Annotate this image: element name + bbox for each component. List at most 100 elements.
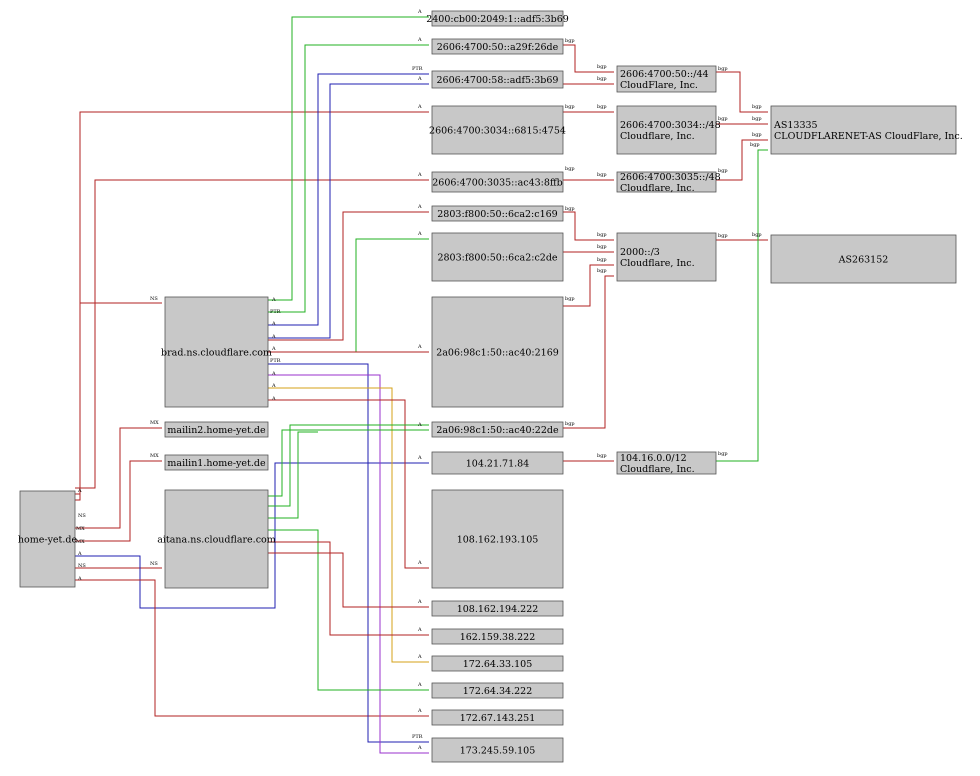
node-ip1: 2400:cb00:2049:1::adf5:3b69	[426, 10, 569, 27]
node-label: Cloudflare, Inc.	[620, 258, 695, 269]
node-label: 108.162.193.105	[457, 535, 539, 546]
edge-label: A	[417, 172, 422, 178]
node-label: 2606:4700:3035::ac43:8ffb	[432, 178, 562, 189]
node-box	[770, 234, 957, 284]
edge-source-label: bgp	[718, 116, 728, 122]
node-box	[431, 105, 564, 155]
node-label: CloudFlare, Inc.	[620, 80, 698, 91]
node-ip12: 108.162.194.222	[431, 600, 564, 617]
node-box	[431, 38, 564, 55]
node-label: home-yet.de	[18, 535, 78, 546]
node-label: brad.ns.cloudflare.com	[161, 348, 272, 359]
node-label: AS13335	[773, 120, 818, 131]
edge-9	[268, 44, 429, 313]
edge-source-label: A	[271, 383, 276, 389]
node-ip14: 172.64.33.105	[431, 655, 564, 672]
node-label: 2606:4700:50::a29f:26de	[437, 42, 559, 53]
node-label: 173.245.59.105	[460, 746, 536, 757]
edge-source-label: bgp	[565, 206, 575, 212]
edge-label: A	[417, 599, 422, 605]
node-box	[616, 451, 717, 475]
node-mx2: mailin2.home-yet.de	[164, 421, 269, 438]
node-box	[431, 737, 564, 763]
edge-0	[75, 302, 162, 501]
node-ip4: 2606:4700:3034::6815:4754	[429, 105, 566, 155]
edge-source-label: A	[77, 488, 82, 494]
node-box	[616, 65, 717, 93]
edge-25	[563, 44, 614, 73]
node-box	[616, 171, 717, 193]
edge-source-label: bgp	[565, 166, 575, 172]
edge-label: bgp	[597, 244, 607, 250]
edge-38	[716, 149, 768, 462]
node-label: Cloudflare, Inc.	[620, 183, 695, 194]
edge-source-label: A	[271, 334, 276, 340]
edge-12	[268, 211, 429, 341]
edge-source-label: NS	[78, 513, 86, 519]
edge-18	[268, 399, 429, 569]
edge-10	[268, 73, 429, 326]
node-ip6: 2803:f800:50::6ca2:c169	[431, 205, 564, 222]
node-box	[770, 105, 957, 155]
node-label: 2a06:98c1:50::ac40:2169	[436, 348, 559, 359]
edge-17	[268, 387, 429, 663]
node-label: 104.16.0.0/12	[620, 453, 687, 464]
node-label: 108.162.194.222	[457, 604, 539, 615]
node-mx1: mailin1.home-yet.de	[164, 454, 269, 471]
edge-label: A	[417, 654, 422, 660]
edge-1	[75, 111, 429, 495]
edge-label: A	[417, 560, 422, 566]
node-label: 2606:4700:3035::/48	[620, 172, 721, 183]
edge-label: bgp	[597, 104, 607, 110]
edge-source-label: bgp	[718, 451, 728, 457]
node-label: Cloudflare, Inc.	[620, 464, 695, 475]
edge-label: MX	[150, 453, 159, 459]
edge-label: A	[417, 682, 422, 688]
edge-label: A	[417, 231, 422, 237]
node-ip11: 108.162.193.105	[431, 489, 564, 589]
edge-source-label: MX	[76, 526, 85, 532]
node-box	[164, 489, 269, 589]
edge-label: A	[417, 37, 422, 43]
node-box	[431, 232, 564, 282]
node-box	[431, 682, 564, 699]
node-box	[164, 296, 269, 408]
node-layer: home-yet.debrad.ns.cloudflare.comaitana.…	[18, 10, 963, 763]
edge-15	[268, 363, 429, 743]
edge-source-label: A	[271, 297, 276, 303]
edge-label: MX	[150, 420, 159, 426]
edge-32	[563, 275, 614, 429]
edge-31	[563, 264, 614, 307]
edge-source-label: bgp	[718, 66, 728, 72]
edge-label-layer: NSAAMXMXNSAAAAPTRAAAAPTRAAAAAAAbgpbgpbgp…	[76, 9, 762, 751]
edge-source-label: A	[77, 576, 82, 582]
node-box	[431, 709, 564, 726]
node-box	[616, 105, 717, 155]
node-label: 2803:f800:50::6ca2:c169	[437, 209, 557, 220]
edge-label: bgp	[752, 132, 762, 138]
node-label: Cloudflare, Inc.	[620, 131, 695, 142]
node-box	[431, 171, 564, 193]
edge-4	[75, 460, 162, 542]
node-box	[431, 70, 564, 89]
node-ip13: 162.159.38.222	[431, 628, 564, 645]
node-box	[431, 205, 564, 222]
node-label: 2400:cb00:2049:1::adf5:3b69	[426, 14, 569, 25]
edge-label: PTR	[412, 66, 423, 72]
edge-7	[75, 579, 429, 717]
edge-3	[75, 427, 162, 529]
edge-16	[268, 374, 429, 754]
edge-source-label: A	[77, 551, 82, 557]
node-ip9: 2a06:98c1:50::ac40:22de	[431, 421, 564, 438]
edge-34	[716, 71, 768, 113]
edge-source-label: A	[271, 371, 276, 377]
edge-label: A	[417, 76, 422, 82]
edge-label: A	[417, 344, 422, 350]
node-box	[164, 454, 269, 471]
